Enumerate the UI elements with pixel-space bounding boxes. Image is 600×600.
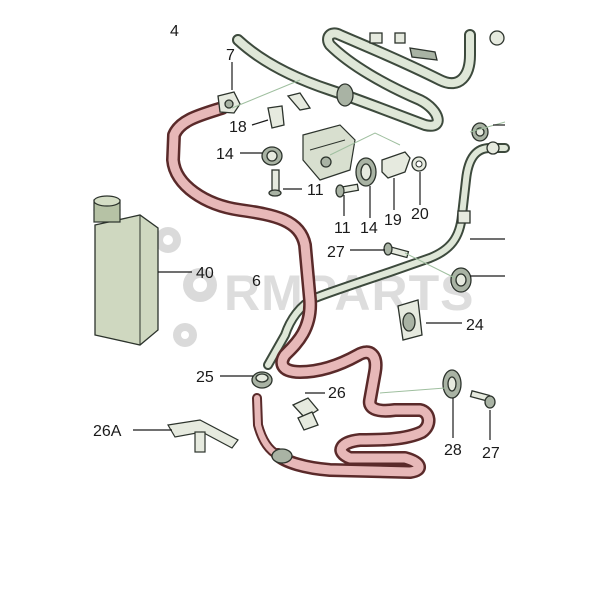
callout-4: 4 (170, 23, 179, 40)
watermark: RMPARTS (155, 227, 475, 347)
grommet-14b (355, 157, 377, 187)
callout-28: 28 (444, 442, 462, 459)
callout-27b: 27 (482, 445, 500, 462)
assembly-guides (231, 79, 506, 394)
callout-18: 18 (229, 119, 247, 136)
grommet-right (450, 267, 472, 293)
callout-24: 24 (466, 317, 484, 334)
callout-11b: 11 (334, 220, 351, 237)
bolt-11b (335, 183, 360, 198)
return-pipe (263, 141, 510, 370)
mount-bracket (302, 124, 356, 181)
nut-20 (411, 156, 427, 172)
bolt-27a (383, 242, 410, 259)
callout-11a: 11 (307, 182, 324, 199)
callout-6: 6 (252, 273, 261, 290)
callouts: 4 7 18 14 11 11 14 19 20 27 40 6 24 25 2… (93, 23, 500, 462)
bracket-26a (167, 419, 239, 453)
callout-26: 26 (328, 385, 346, 402)
callout-40: 40 (196, 265, 214, 282)
callout-14a: 14 (216, 146, 234, 163)
callout-27a: 27 (327, 244, 345, 261)
clip-right-upper (471, 122, 489, 142)
clamp-24 (397, 299, 423, 341)
callout-7: 7 (226, 47, 235, 64)
leader-lines (133, 62, 505, 440)
hose-6 (166, 101, 436, 479)
callout-26a: 26A (93, 423, 122, 440)
grommet-28 (442, 369, 462, 399)
callout-14b: 14 (360, 220, 378, 237)
cap-25 (251, 371, 273, 389)
callout-20: 20 (411, 206, 429, 223)
bolt-11a (268, 169, 282, 197)
watermark-text: RMPARTS (224, 265, 475, 321)
bolt-27b (469, 389, 496, 409)
grommet-14a (261, 146, 283, 166)
clip-7 (217, 91, 241, 114)
callout-25: 25 (196, 369, 214, 386)
bracket-18 (267, 92, 312, 129)
bracket-19 (381, 151, 411, 179)
watermark-gear-icon (155, 227, 217, 347)
clip-26 (291, 397, 319, 431)
upper-pipe-assembly (232, 27, 505, 132)
callout-19: 19 (384, 212, 402, 229)
fluid-reservoir-40 (93, 195, 159, 346)
